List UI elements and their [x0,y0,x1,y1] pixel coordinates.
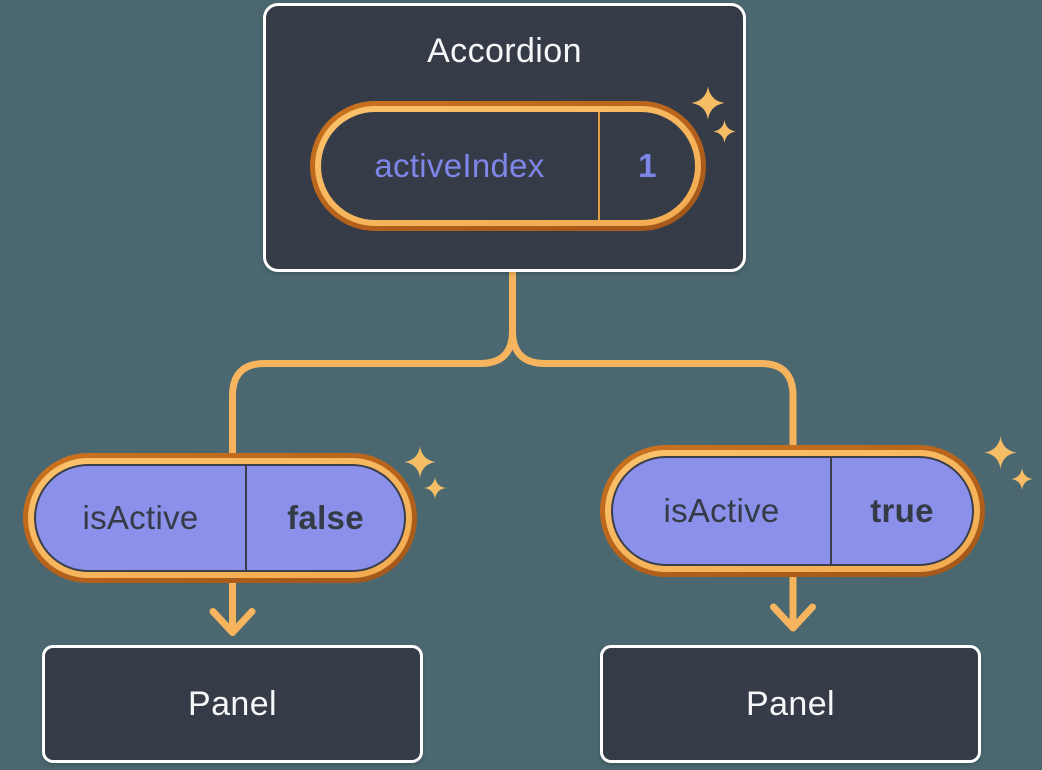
state-pill-ring: activeIndex 1 [315,106,701,226]
state-value-label: 1 [638,147,657,184]
prop-pill-body: isActive false [34,464,406,572]
accordion-title: Accordion [427,32,582,70]
branch-right-line [509,268,797,474]
state-pill-body: activeIndex 1 [321,112,695,220]
sparkle-icon [424,477,446,499]
sparkle-icon [691,86,725,120]
prop-pill-is-active-true: isActive true [600,445,985,577]
state-pill-divider [598,112,600,220]
prop-pill-is-active-false: isActive false [23,453,417,583]
panel-component-box-left: Panel [42,645,423,763]
prop-pill-body: isActive true [611,456,974,566]
sparkle-icon [1011,468,1033,490]
prop-name-label: isActive [82,499,199,536]
panel-title: Panel [746,684,835,723]
state-name-label: activeIndex [374,147,545,184]
state-pill-active-index: activeIndex 1 [310,101,706,231]
prop-pill-divider [245,466,247,570]
sparkle-icon [713,120,736,143]
panel-title: Panel [188,684,277,723]
prop-pill-ring: isActive false [28,458,412,578]
branch-left-line [229,268,516,482]
prop-name-label: isActive [663,492,780,529]
sparkle-icon [404,446,436,478]
prop-pill-divider [830,458,832,564]
prop-value-label: true [870,492,934,529]
panel-component-box-right: Panel [600,645,981,763]
prop-value-label: false [287,499,364,536]
sparkle-icon [984,436,1017,469]
prop-pill-ring: isActive true [605,450,980,572]
